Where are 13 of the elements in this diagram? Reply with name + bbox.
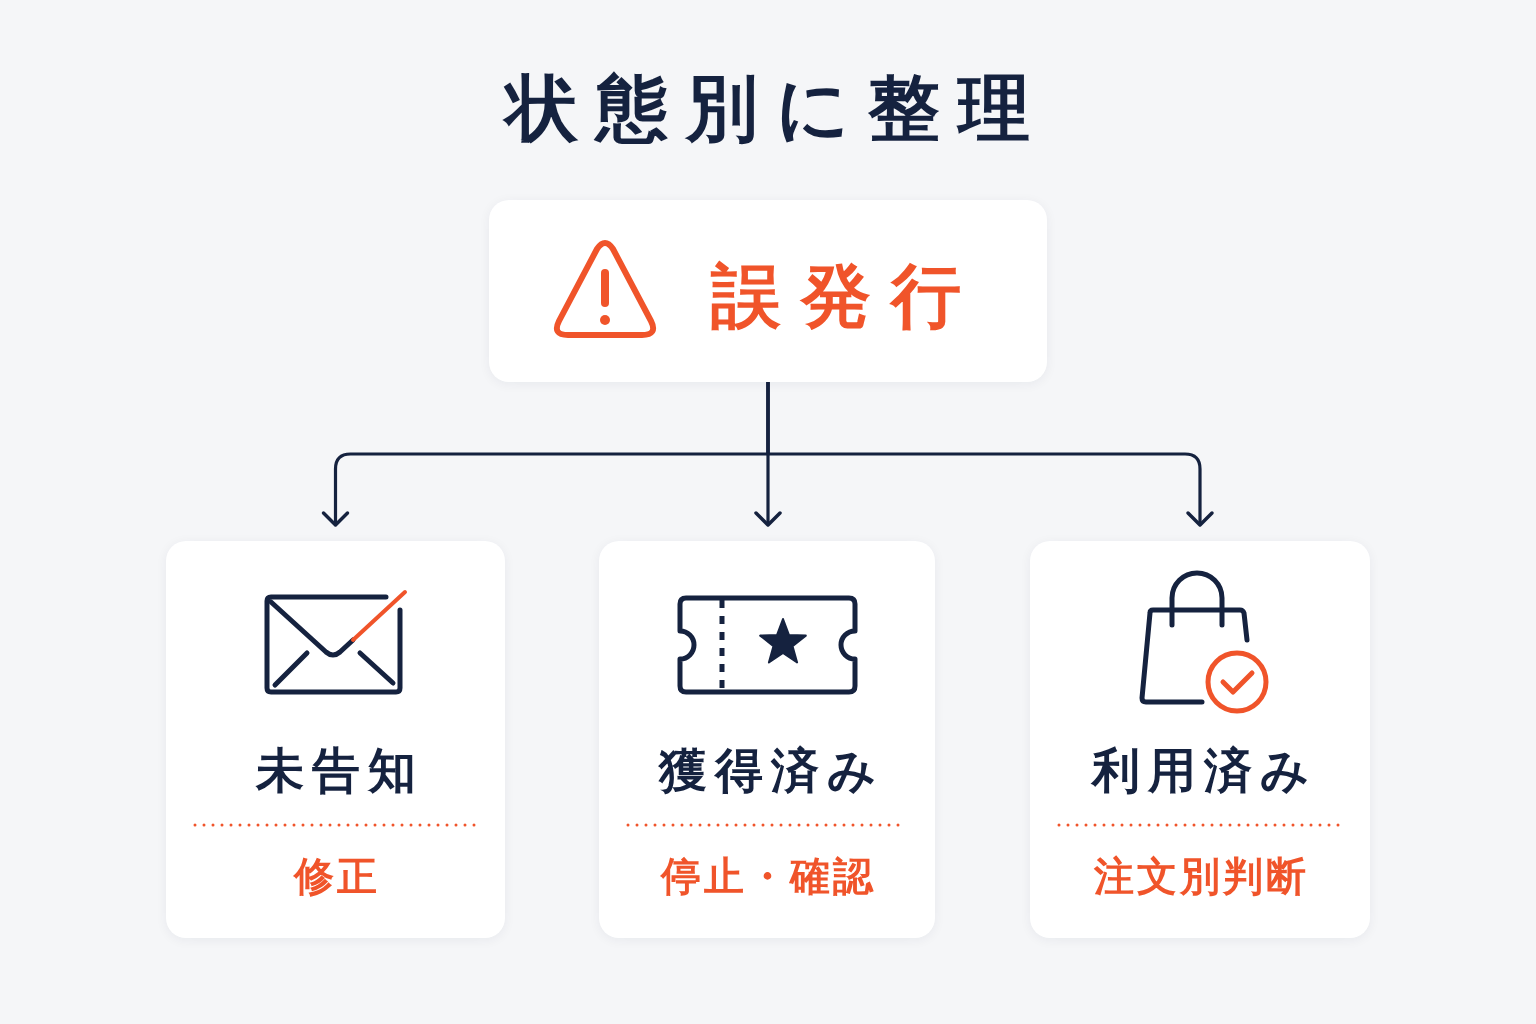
card-action-text: 停止・確認 [659,856,876,896]
category-card [166,541,505,938]
card-heading: 利用済み [1090,746,1317,794]
box-label: 誤発行 [711,261,981,331]
alert-box [489,200,1047,382]
card-heading: 獲得済み [657,746,884,794]
title: 状態別に整理 [488,72,1048,144]
category-card [599,541,935,938]
card-action-text: 修正 [292,856,380,896]
arrow [766,382,1214,527]
category-card [1030,541,1370,938]
card-heading: 未告知 [254,746,424,794]
card-action-text: 注文別判断 [1093,856,1309,896]
